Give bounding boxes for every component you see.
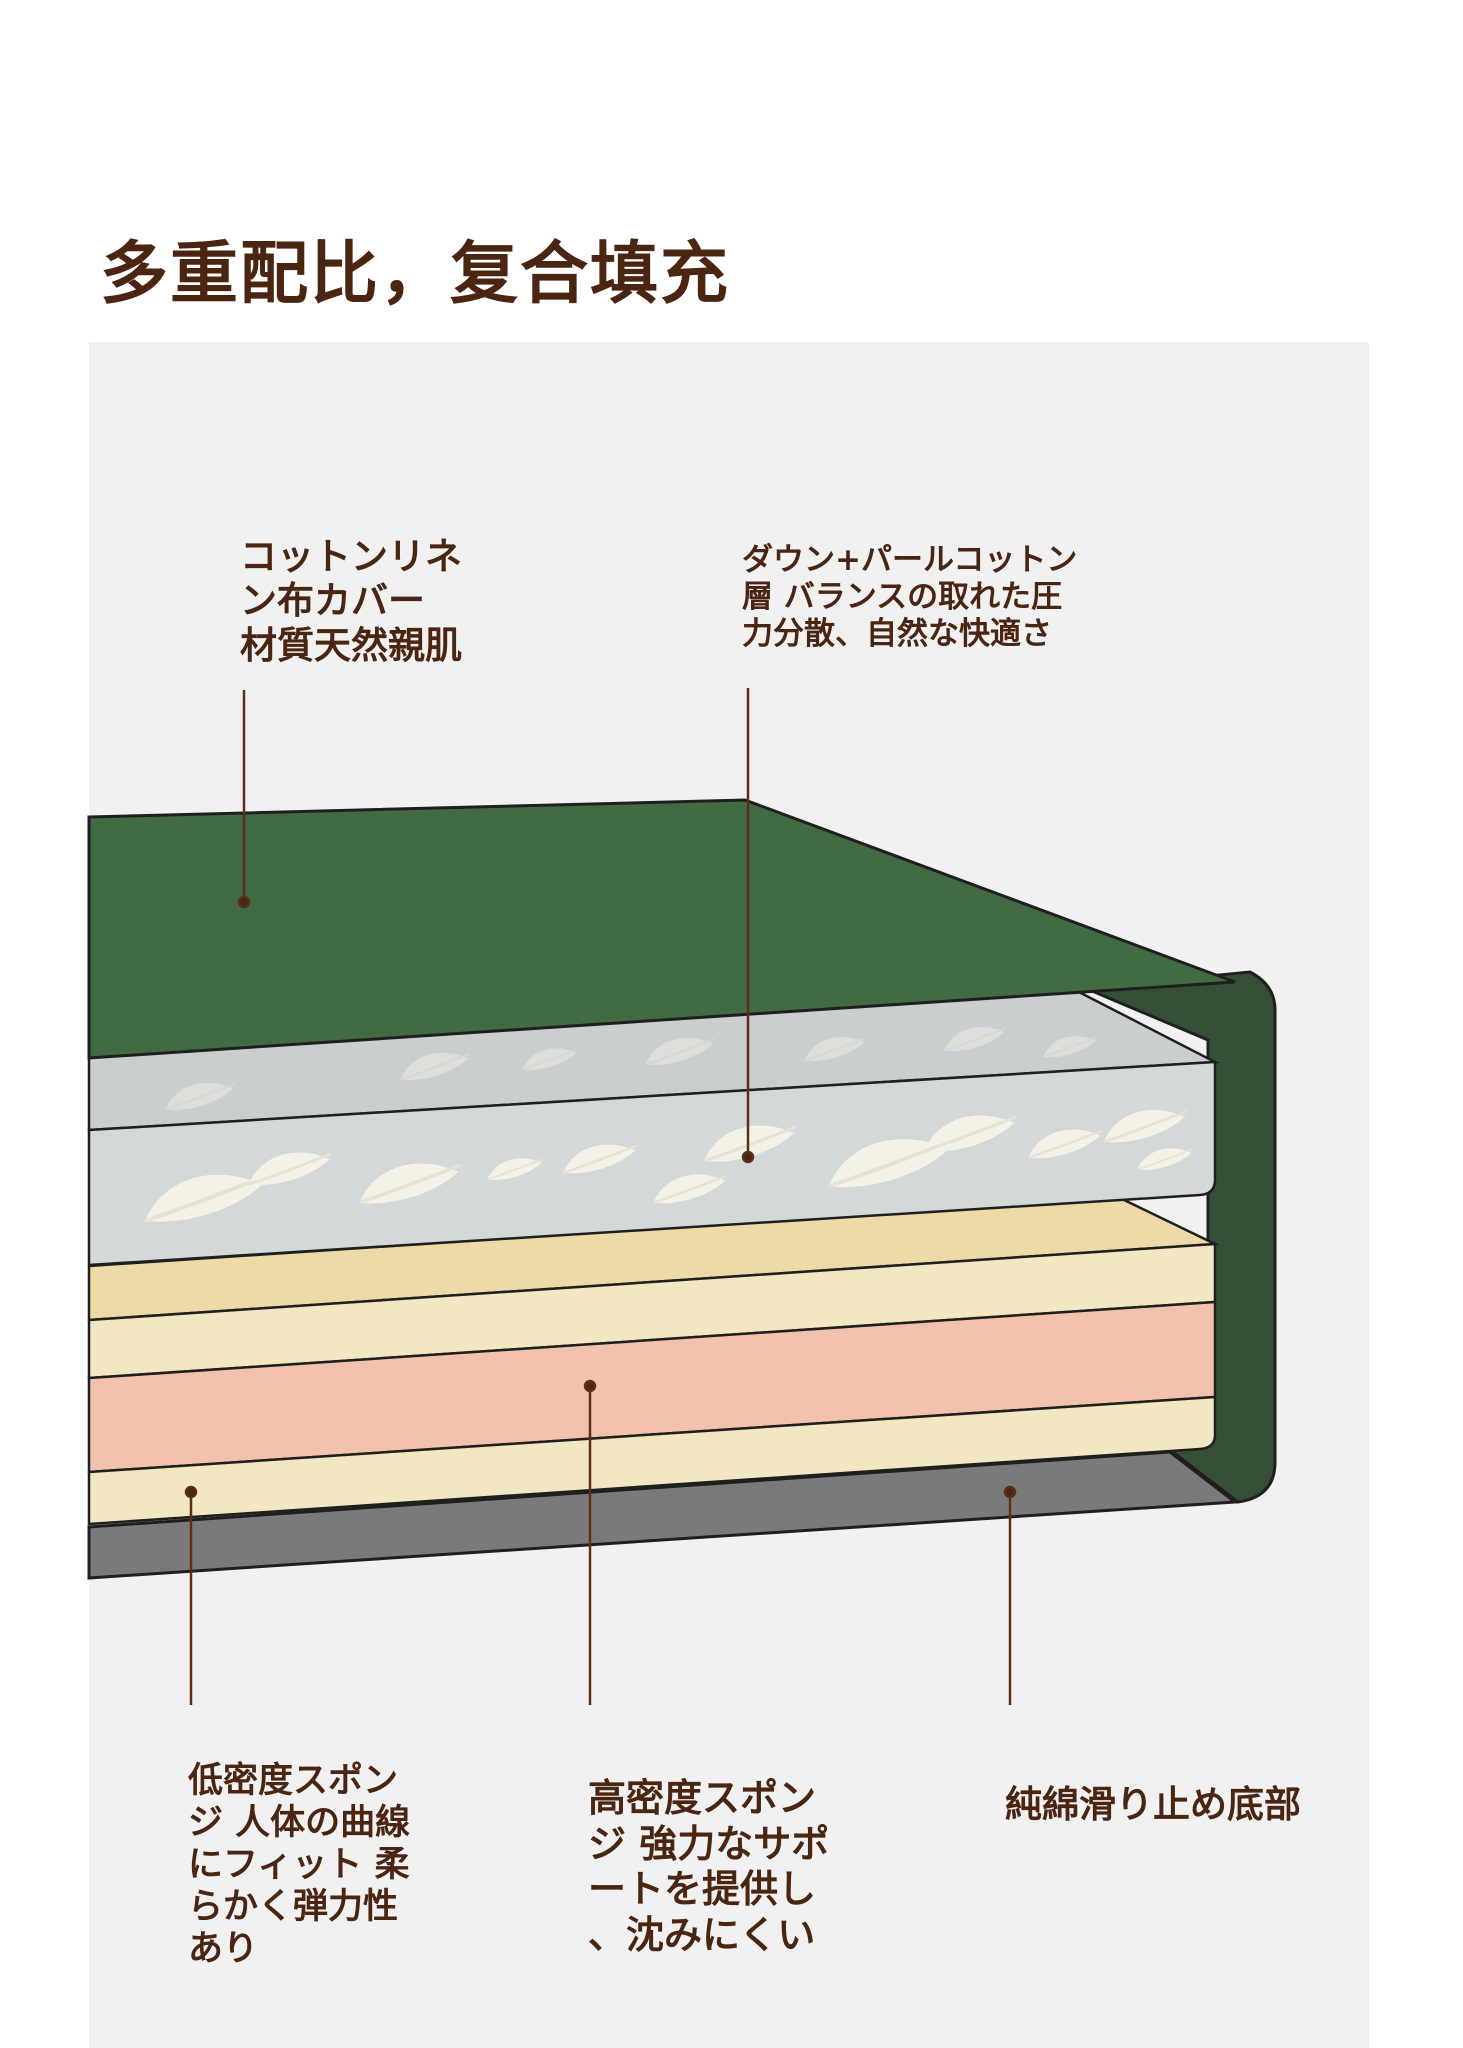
- label-low-density-sponge: 低密度スポン ジ 人体の曲線 にフィット 柔 らかく弾力性 あり: [188, 1761, 411, 1969]
- cover-side-wrap: [1084, 970, 1277, 1504]
- page-title: 多重配比，复合填充: [100, 235, 731, 314]
- base-layer: [87, 1450, 1240, 1580]
- label-high-density-sponge: 高密度スポン ジ 強力なサポ ートを提供し 、沈みにくい: [588, 1776, 830, 1957]
- leader-dot-down: [741, 1150, 755, 1164]
- label-base: 純綿滑り止め底部: [1005, 1783, 1301, 1826]
- label-cover: コットンリネ ン布カバー 材質天然親肌: [240, 535, 462, 667]
- down-layer-front-face: [87, 1060, 1217, 1267]
- label-down-layer: ダウン+パールコットン 層 バランスの取れた圧 力分散、自然な快適さ: [742, 542, 1078, 653]
- leader-dot-high-density: [583, 1379, 597, 1393]
- low-density-sponge-lower: [87, 1395, 1217, 1526]
- leader-dot-base: [1003, 1485, 1017, 1499]
- leader-dot-cover: [237, 895, 251, 909]
- leader-dot-low-density: [184, 1485, 198, 1499]
- cover-top: [87, 798, 1236, 1060]
